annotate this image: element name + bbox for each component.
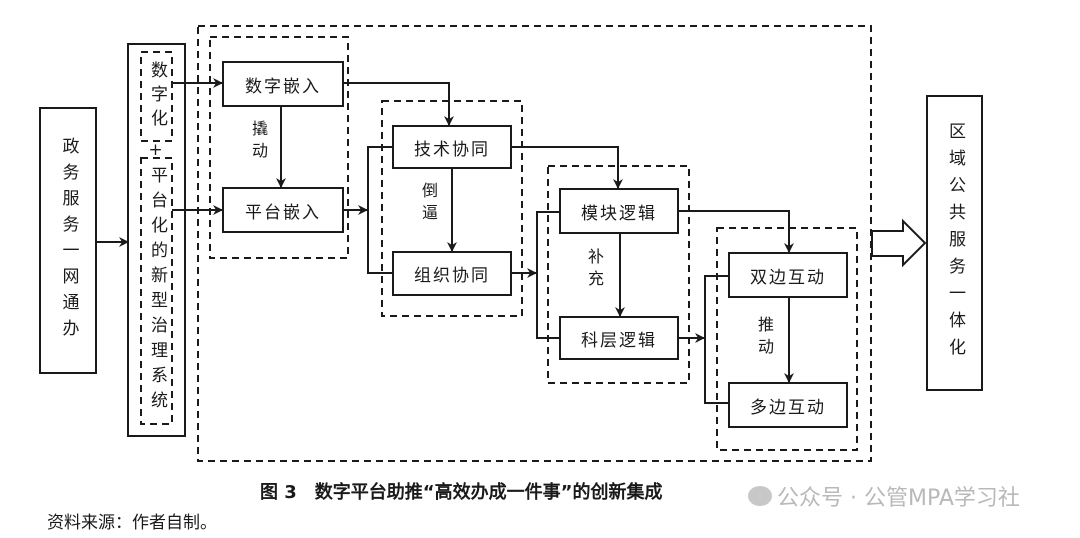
watermark-text: 公众号 · 公管MPA学习社 [777,486,1020,511]
bracket-2 [367,146,393,274]
digital-label: 数字化 [147,60,167,133]
hollow-arrow [871,218,927,268]
plus-label: + [148,140,165,160]
source-note: 资料来源：作者自制。 [47,513,217,533]
dashed-group-2 [381,100,523,317]
right-box-label: 区域公共服务一体化 [945,121,965,365]
org-collab-label: 组织协同 [414,266,490,286]
hierarchy-logic-label: 科层逻辑 [581,330,657,351]
figure-caption: 图 3 数字平台助推“高效办成一件事”的创新集成 [260,482,663,503]
module-logic-label: 模块逻辑 [581,203,657,224]
left-box [39,107,97,374]
leverage-label: 撬动 [249,120,268,164]
watermark: 公众号 · 公管MPA学习社 [748,480,1020,512]
supplement-label: 补充 [585,248,604,292]
dashed-group-4 [716,227,858,451]
force-label: 倒逼 [419,182,438,226]
dashed-digital [140,51,173,142]
platform-label: 平台化的新型治理系统 [147,166,167,416]
bracket-4 [704,275,729,404]
box-multilateral [728,382,848,428]
arrow-to-module [511,146,623,189]
platform-embed-label: 平台嵌入 [245,202,321,223]
dashed-platform [140,157,173,425]
arrow-to-bilateral [678,210,794,253]
tech-collab-label: 技术协同 [414,139,490,160]
push-label: 推动 [755,316,774,360]
left-box-label: 政务服务一网通办 [58,136,79,345]
digital-embed-label: 数字嵌入 [245,76,321,97]
right-box [926,95,983,391]
multilateral-label: 多边互动 [750,397,826,418]
bilateral-label: 双边互动 [750,267,826,288]
bracket-3 [536,211,560,339]
wechat-icon [748,486,772,506]
arrow-to-tech [343,82,454,126]
